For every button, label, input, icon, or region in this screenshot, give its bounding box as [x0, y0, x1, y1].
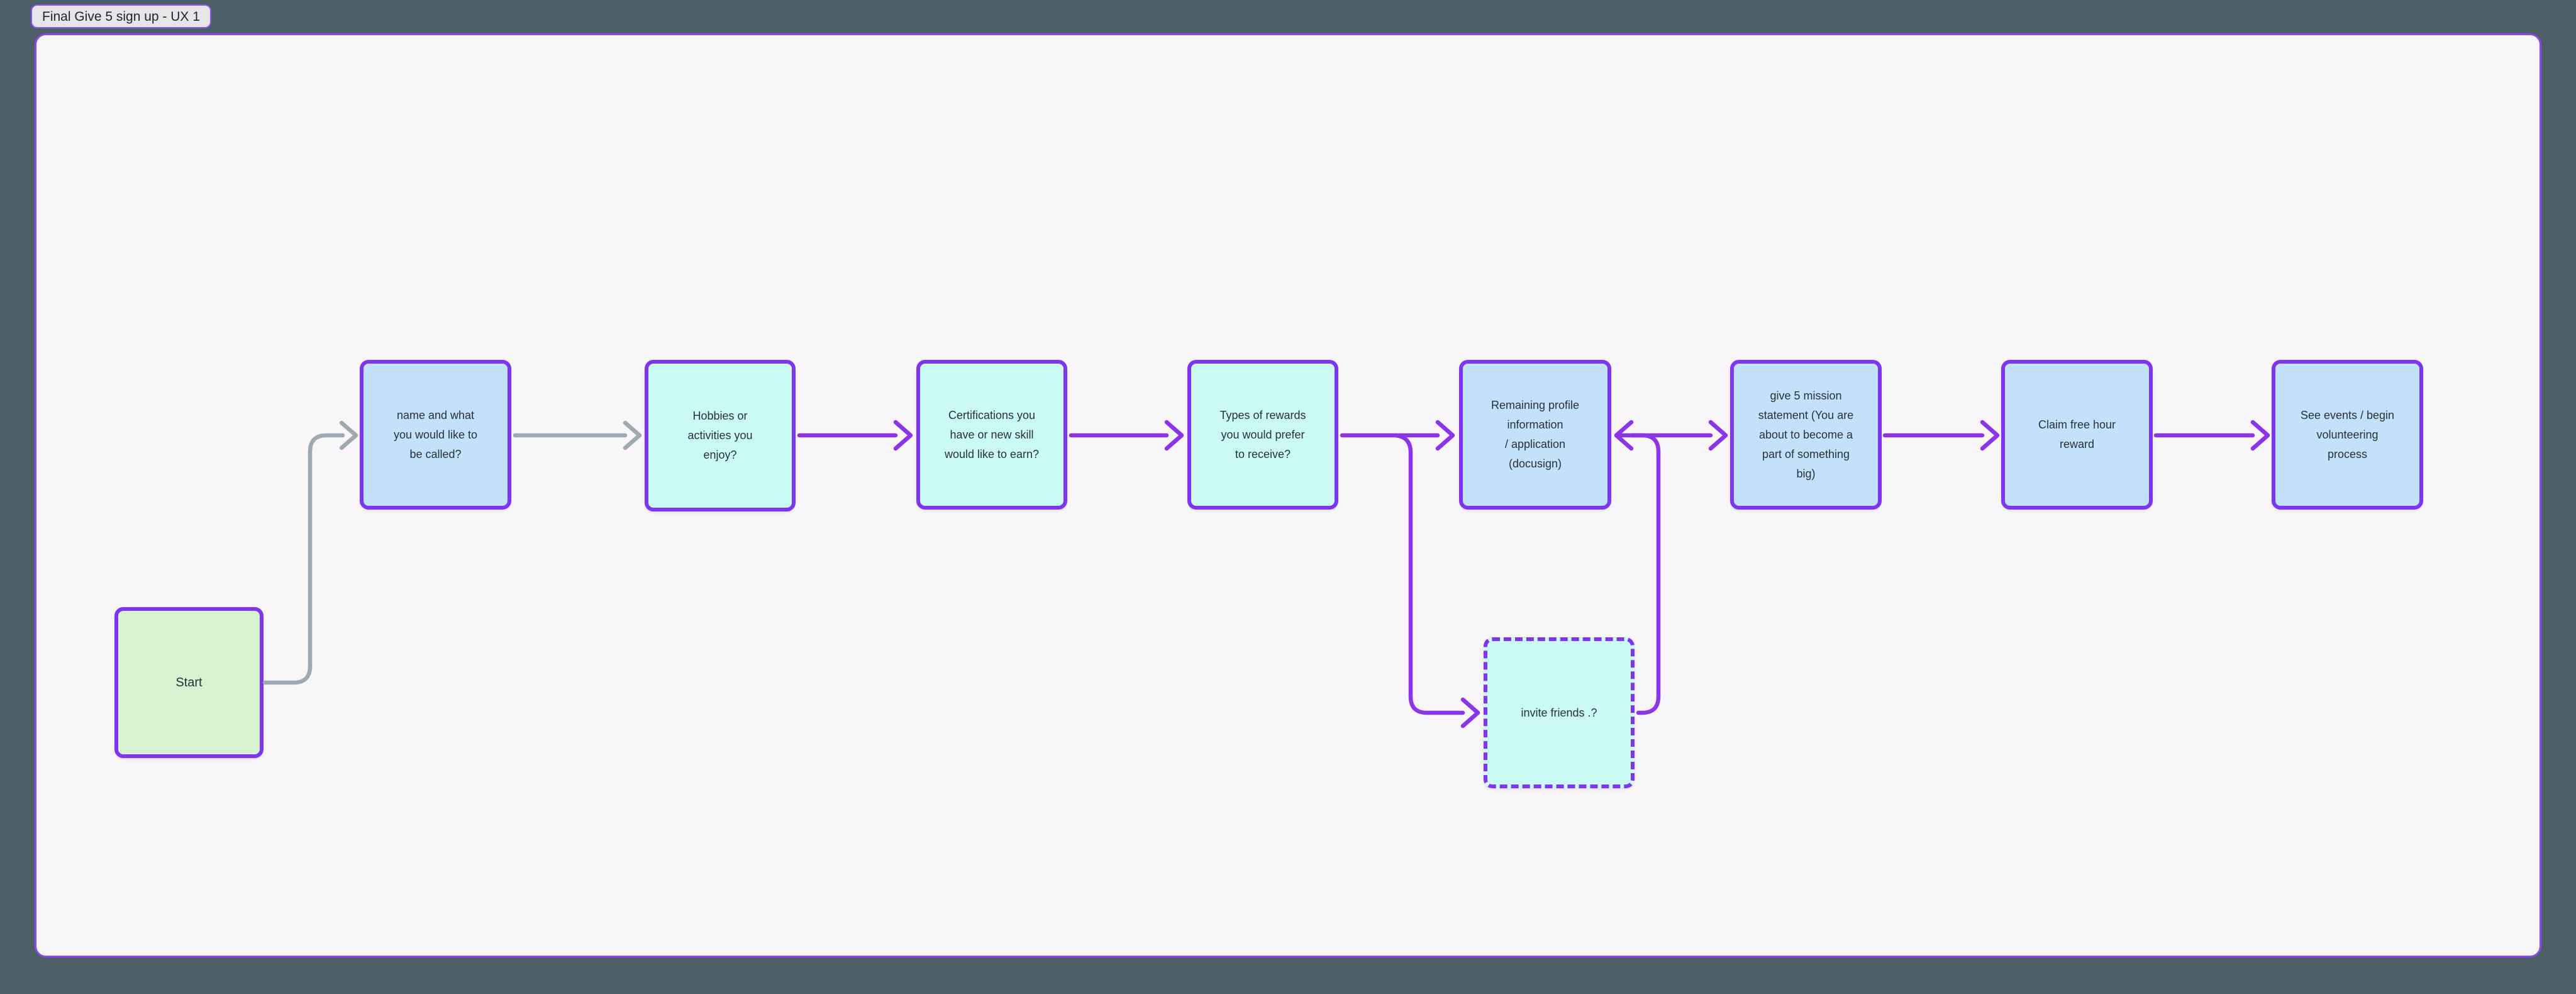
node-rewards-label: Types of rewards you would prefer to rec… [1219, 408, 1306, 461]
node-claim-reward-label: Claim free hour reward [2038, 418, 2116, 450]
node-certifications[interactable]: Certifications you have or new skill wou… [916, 360, 1067, 510]
node-start-label: Start [175, 675, 203, 690]
node-hobbies[interactable]: Hobbies or activities you enjoy? [645, 360, 796, 511]
node-mission-statement-label: give 5 mission statement (You are about … [1758, 389, 1854, 480]
node-invite-friends[interactable]: invite friends .? [1484, 637, 1635, 788]
node-see-events[interactable]: See events / begin volunteering process [2272, 360, 2423, 510]
node-rewards[interactable]: Types of rewards you would prefer to rec… [1187, 360, 1338, 510]
node-name-called[interactable]: name and what you would like to be calle… [360, 360, 511, 510]
node-profile-application[interactable]: Remaining profile information / applicat… [1459, 360, 1611, 510]
node-invite-friends-label: invite friends .? [1521, 706, 1597, 719]
node-see-events-label: See events / begin volunteering process [2300, 408, 2395, 461]
frame-title-pill[interactable]: Final Give 5 sign up - UX 1 [31, 4, 211, 28]
node-profile-application-label: Remaining profile information / applicat… [1491, 399, 1580, 470]
node-mission-statement[interactable]: give 5 mission statement (You are about … [1730, 360, 1882, 510]
node-certifications-label: Certifications you have or new skill wou… [944, 408, 1040, 461]
node-hobbies-label: Hobbies or activities you enjoy? [687, 410, 753, 461]
node-start[interactable]: Start [114, 607, 264, 758]
node-claim-reward[interactable]: Claim free hour reward [2001, 360, 2153, 510]
node-name-called-label: name and what you would like to be calle… [393, 408, 478, 461]
